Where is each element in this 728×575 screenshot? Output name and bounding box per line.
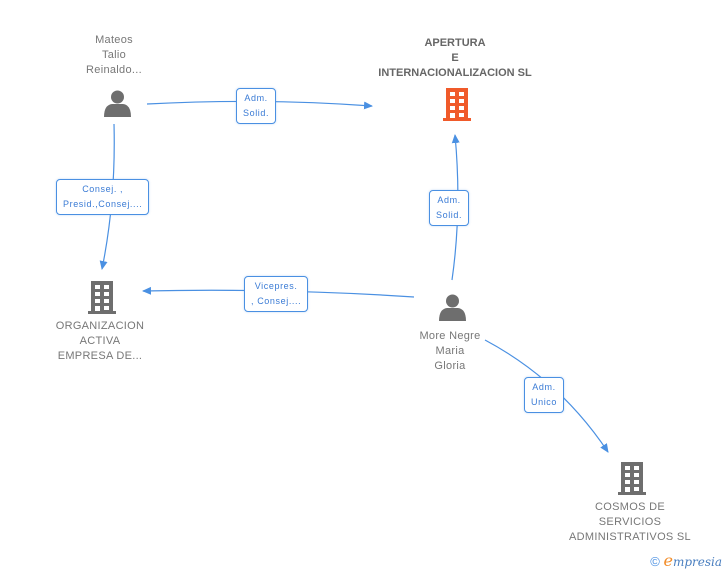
node-label-cosmos[interactable]: COSMOS DE SERVICIOS ADMINISTRATIVOS SL xyxy=(569,501,691,543)
edge-label-more-organizacion[interactable]: Vicepres. , Consej.... xyxy=(244,276,309,312)
company-building-icon-highlighted[interactable] xyxy=(441,87,473,121)
node-label-organizacion[interactable]: ORGANIZACION ACTIVA EMPRESA DE... xyxy=(55,320,145,362)
company-building-icon[interactable] xyxy=(616,461,648,495)
edge-label-mateos-apertura[interactable]: Adm. Solid. xyxy=(236,88,277,124)
node-label-mateos[interactable]: Mateos Talio Reinaldo... xyxy=(86,34,142,76)
edge-label-mateos-organizacion[interactable]: Consej. , Presid.,Consej.... xyxy=(56,179,150,215)
brand-logo-text: mpresia xyxy=(672,555,722,569)
person-icon[interactable] xyxy=(103,89,132,118)
edge-label-more-apertura[interactable]: Adm. Solid. xyxy=(429,190,470,226)
person-icon[interactable] xyxy=(438,293,467,322)
copyright-icon: © xyxy=(650,554,660,569)
brand-logo-initial: e xyxy=(663,551,673,570)
node-label-more-negre[interactable]: More Negre Maria Gloria xyxy=(419,330,481,372)
company-building-icon[interactable] xyxy=(86,280,118,314)
empresia-brand[interactable]: © empresia xyxy=(650,551,722,570)
edge-label-more-cosmos[interactable]: Adm. Unico xyxy=(524,377,565,413)
node-label-apertura[interactable]: APERTURA E INTERNACIONALIZACION SL xyxy=(378,37,532,79)
